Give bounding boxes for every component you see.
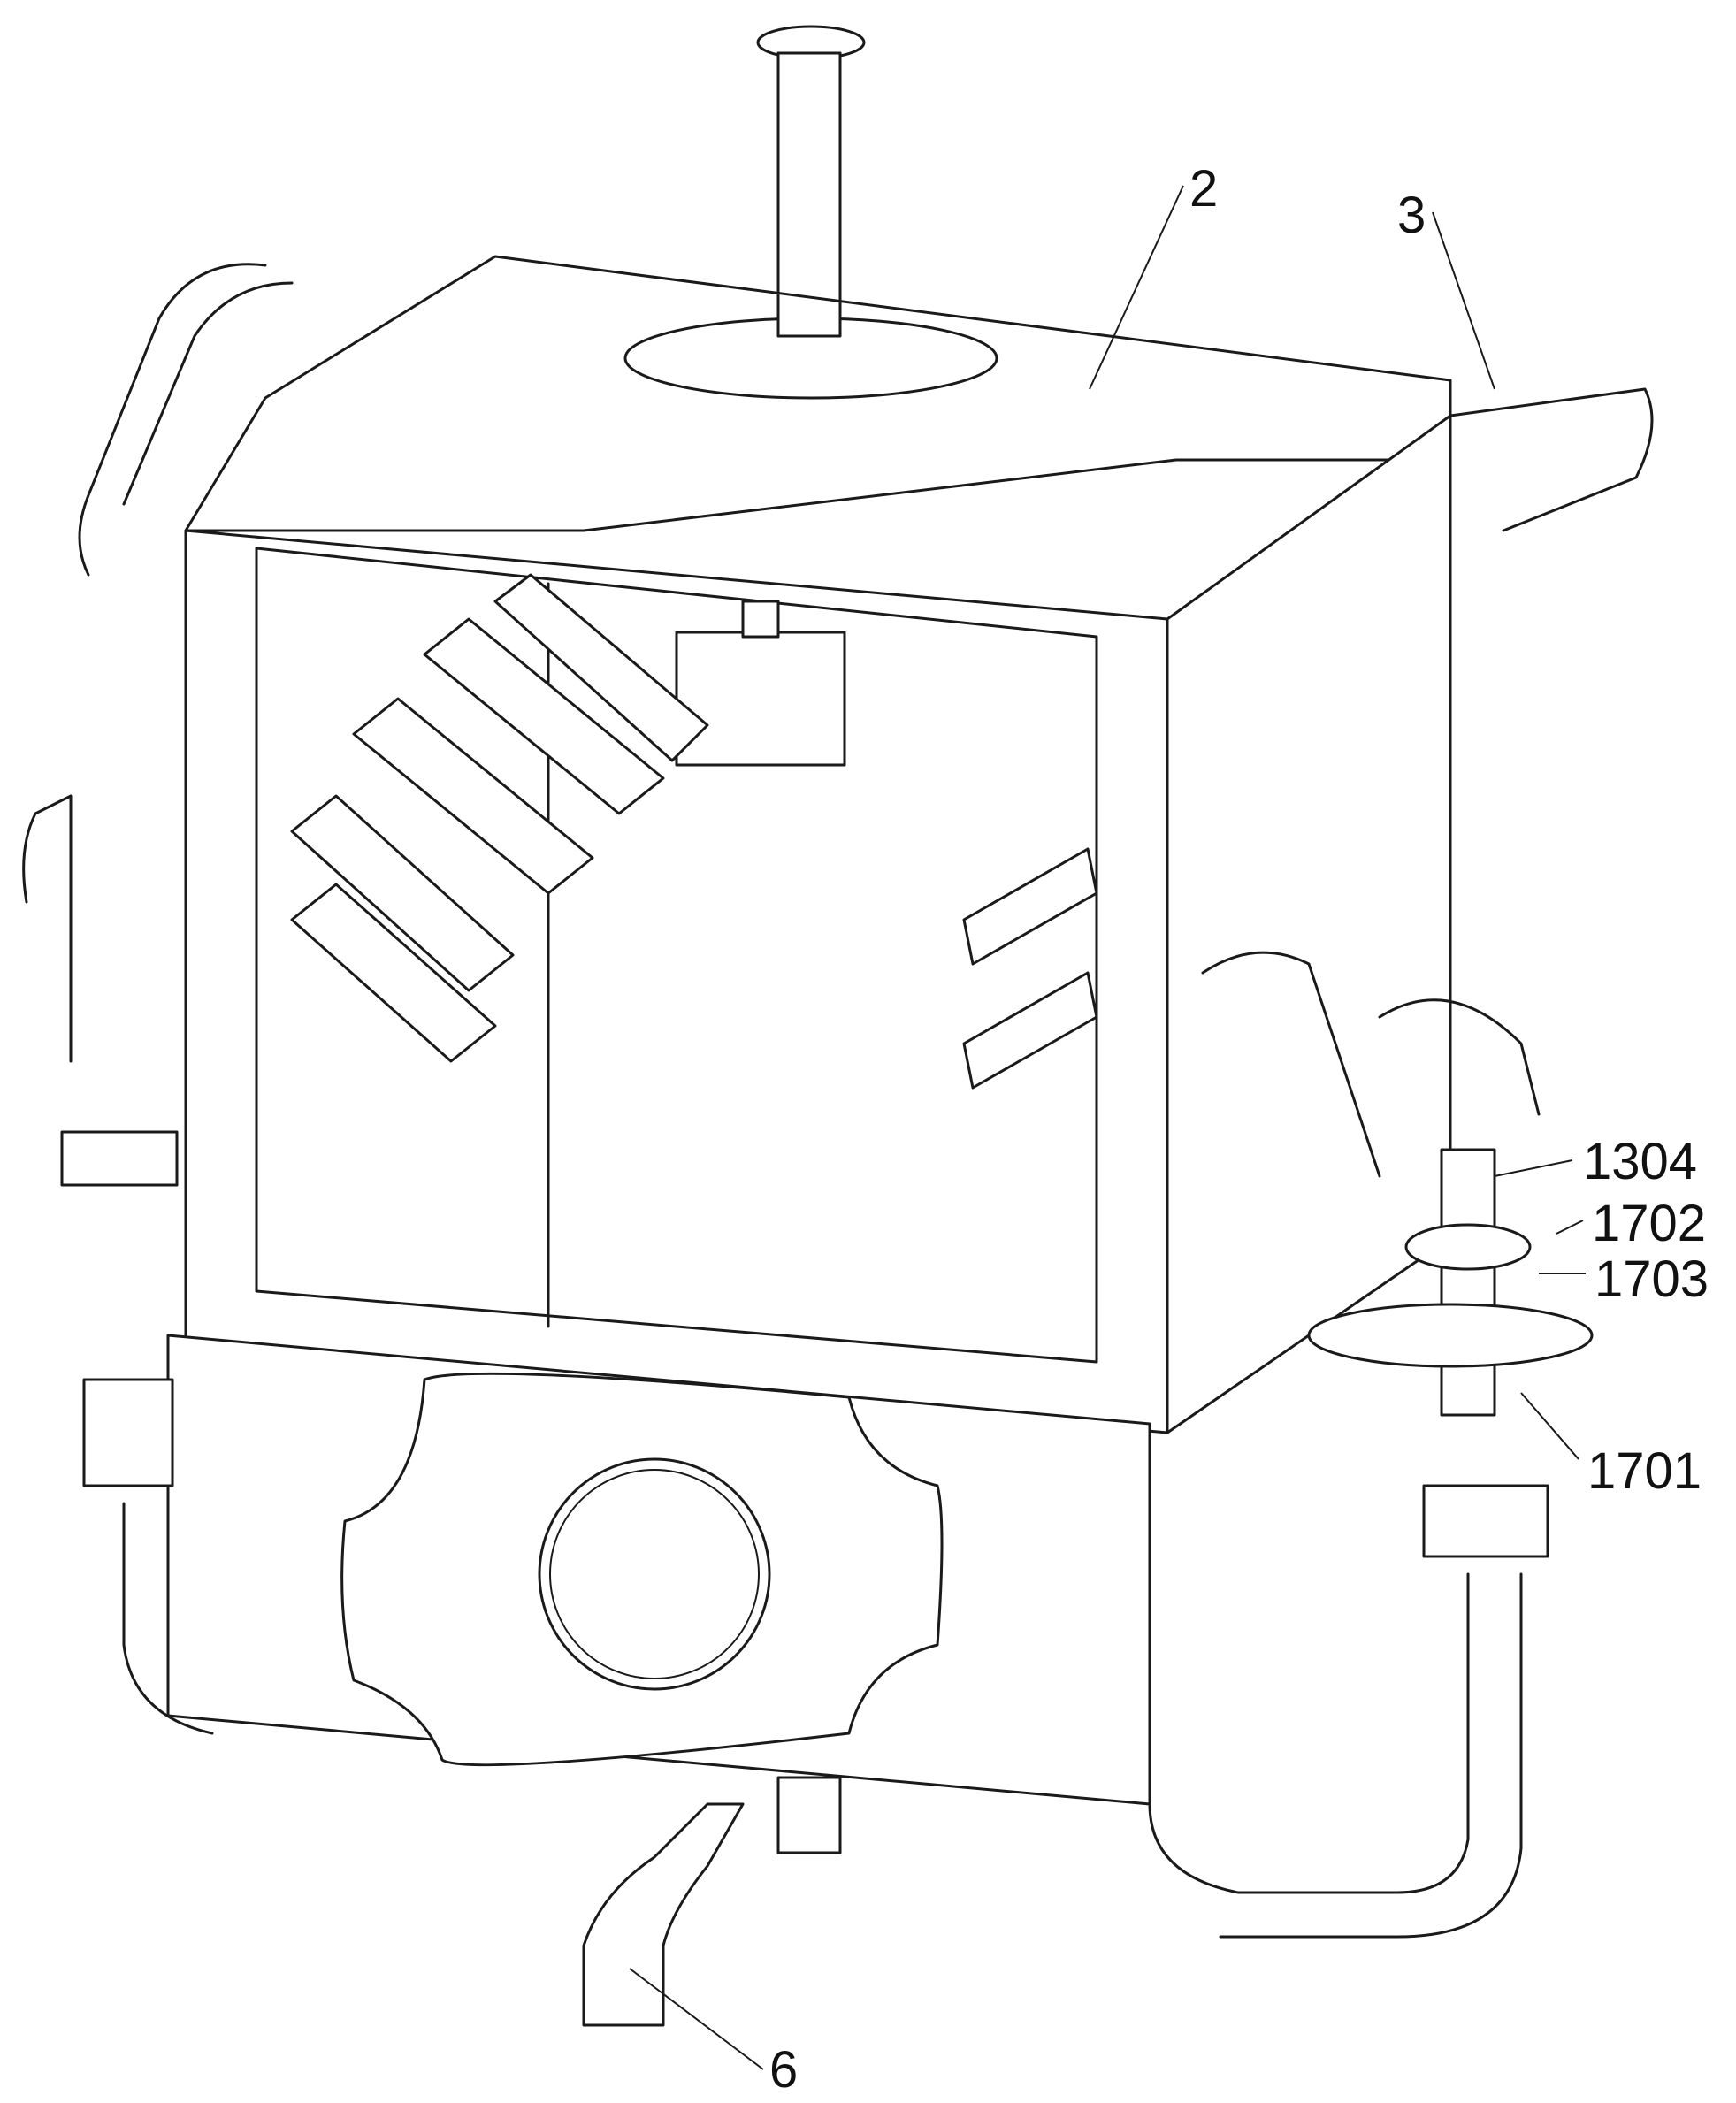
box-right-face: [1166, 414, 1452, 1434]
nozzle-array-left: [290, 573, 709, 1063]
ring-1702: [1404, 1223, 1532, 1271]
left-pipe-system: [22, 263, 294, 1735]
motor-block: [675, 631, 846, 767]
label-1702: 1702: [1592, 1195, 1707, 1252]
nozzle-array-right: [962, 847, 1098, 1090]
pipe-1304: [1440, 1148, 1496, 1417]
outlet-pipe: [582, 1776, 842, 2027]
box-top: [184, 255, 1452, 532]
label-3: 3: [1397, 187, 1426, 244]
flange-1701: [1307, 1303, 1594, 1368]
top-handle: [623, 25, 998, 400]
center-port: [538, 1457, 771, 1691]
leader-lines: [629, 185, 1586, 2070]
label-6: 6: [769, 2041, 799, 2099]
label-1304: 1304: [1583, 1133, 1698, 1190]
front-window: [255, 547, 1098, 1364]
label-1703: 1703: [1595, 1250, 1709, 1308]
label-2: 2: [1189, 160, 1219, 218]
right-pipe-system: [1148, 387, 1654, 1939]
label-1701: 1701: [1587, 1442, 1702, 1500]
